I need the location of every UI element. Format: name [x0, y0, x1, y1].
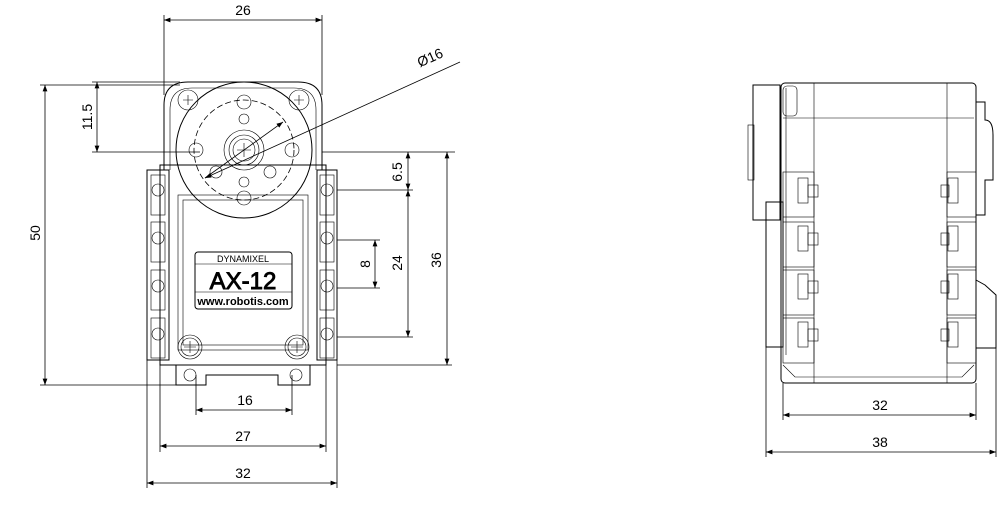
- left-clips: [146, 169, 170, 361]
- dim-horn-offset: 11.5: [79, 104, 95, 130]
- dim-total-height: 50: [27, 225, 43, 241]
- side-clips: [782, 171, 977, 364]
- dim-outer-width: 32: [235, 465, 251, 481]
- dim-inner-width: 27: [235, 428, 251, 444]
- dim-hole-spacing: 8: [357, 260, 373, 268]
- dim-frame-height: 24: [389, 255, 405, 271]
- right-clips: [316, 169, 338, 361]
- product-label: DYNAMIXEL AX-12 www.robotis.com: [194, 251, 293, 310]
- horn: [175, 81, 313, 219]
- front-view: DYNAMIXEL AX-12 www.robotis.com: [146, 81, 338, 386]
- side-view: [747, 82, 997, 384]
- side-dimensions: 32 38: [765, 347, 997, 457]
- label-brand: DYNAMIXEL: [217, 254, 269, 264]
- dim-side-inner: 32: [872, 397, 888, 413]
- front-dimensions: 26 11.5 50 Ø16 6.5 24 8 36 16 27 32: [27, 2, 461, 488]
- dim-side-outer: 38: [872, 434, 888, 450]
- label-url: www.robotis.com: [196, 296, 288, 308]
- dim-body-height: 36: [428, 252, 444, 268]
- label-model: AX-12: [210, 268, 277, 295]
- dim-top-width: 26: [235, 2, 251, 18]
- dim-horn-diameter: Ø16: [415, 45, 446, 70]
- dim-bottom-holes: 16: [237, 392, 253, 408]
- dim-upper-offset: 6.5: [389, 162, 405, 182]
